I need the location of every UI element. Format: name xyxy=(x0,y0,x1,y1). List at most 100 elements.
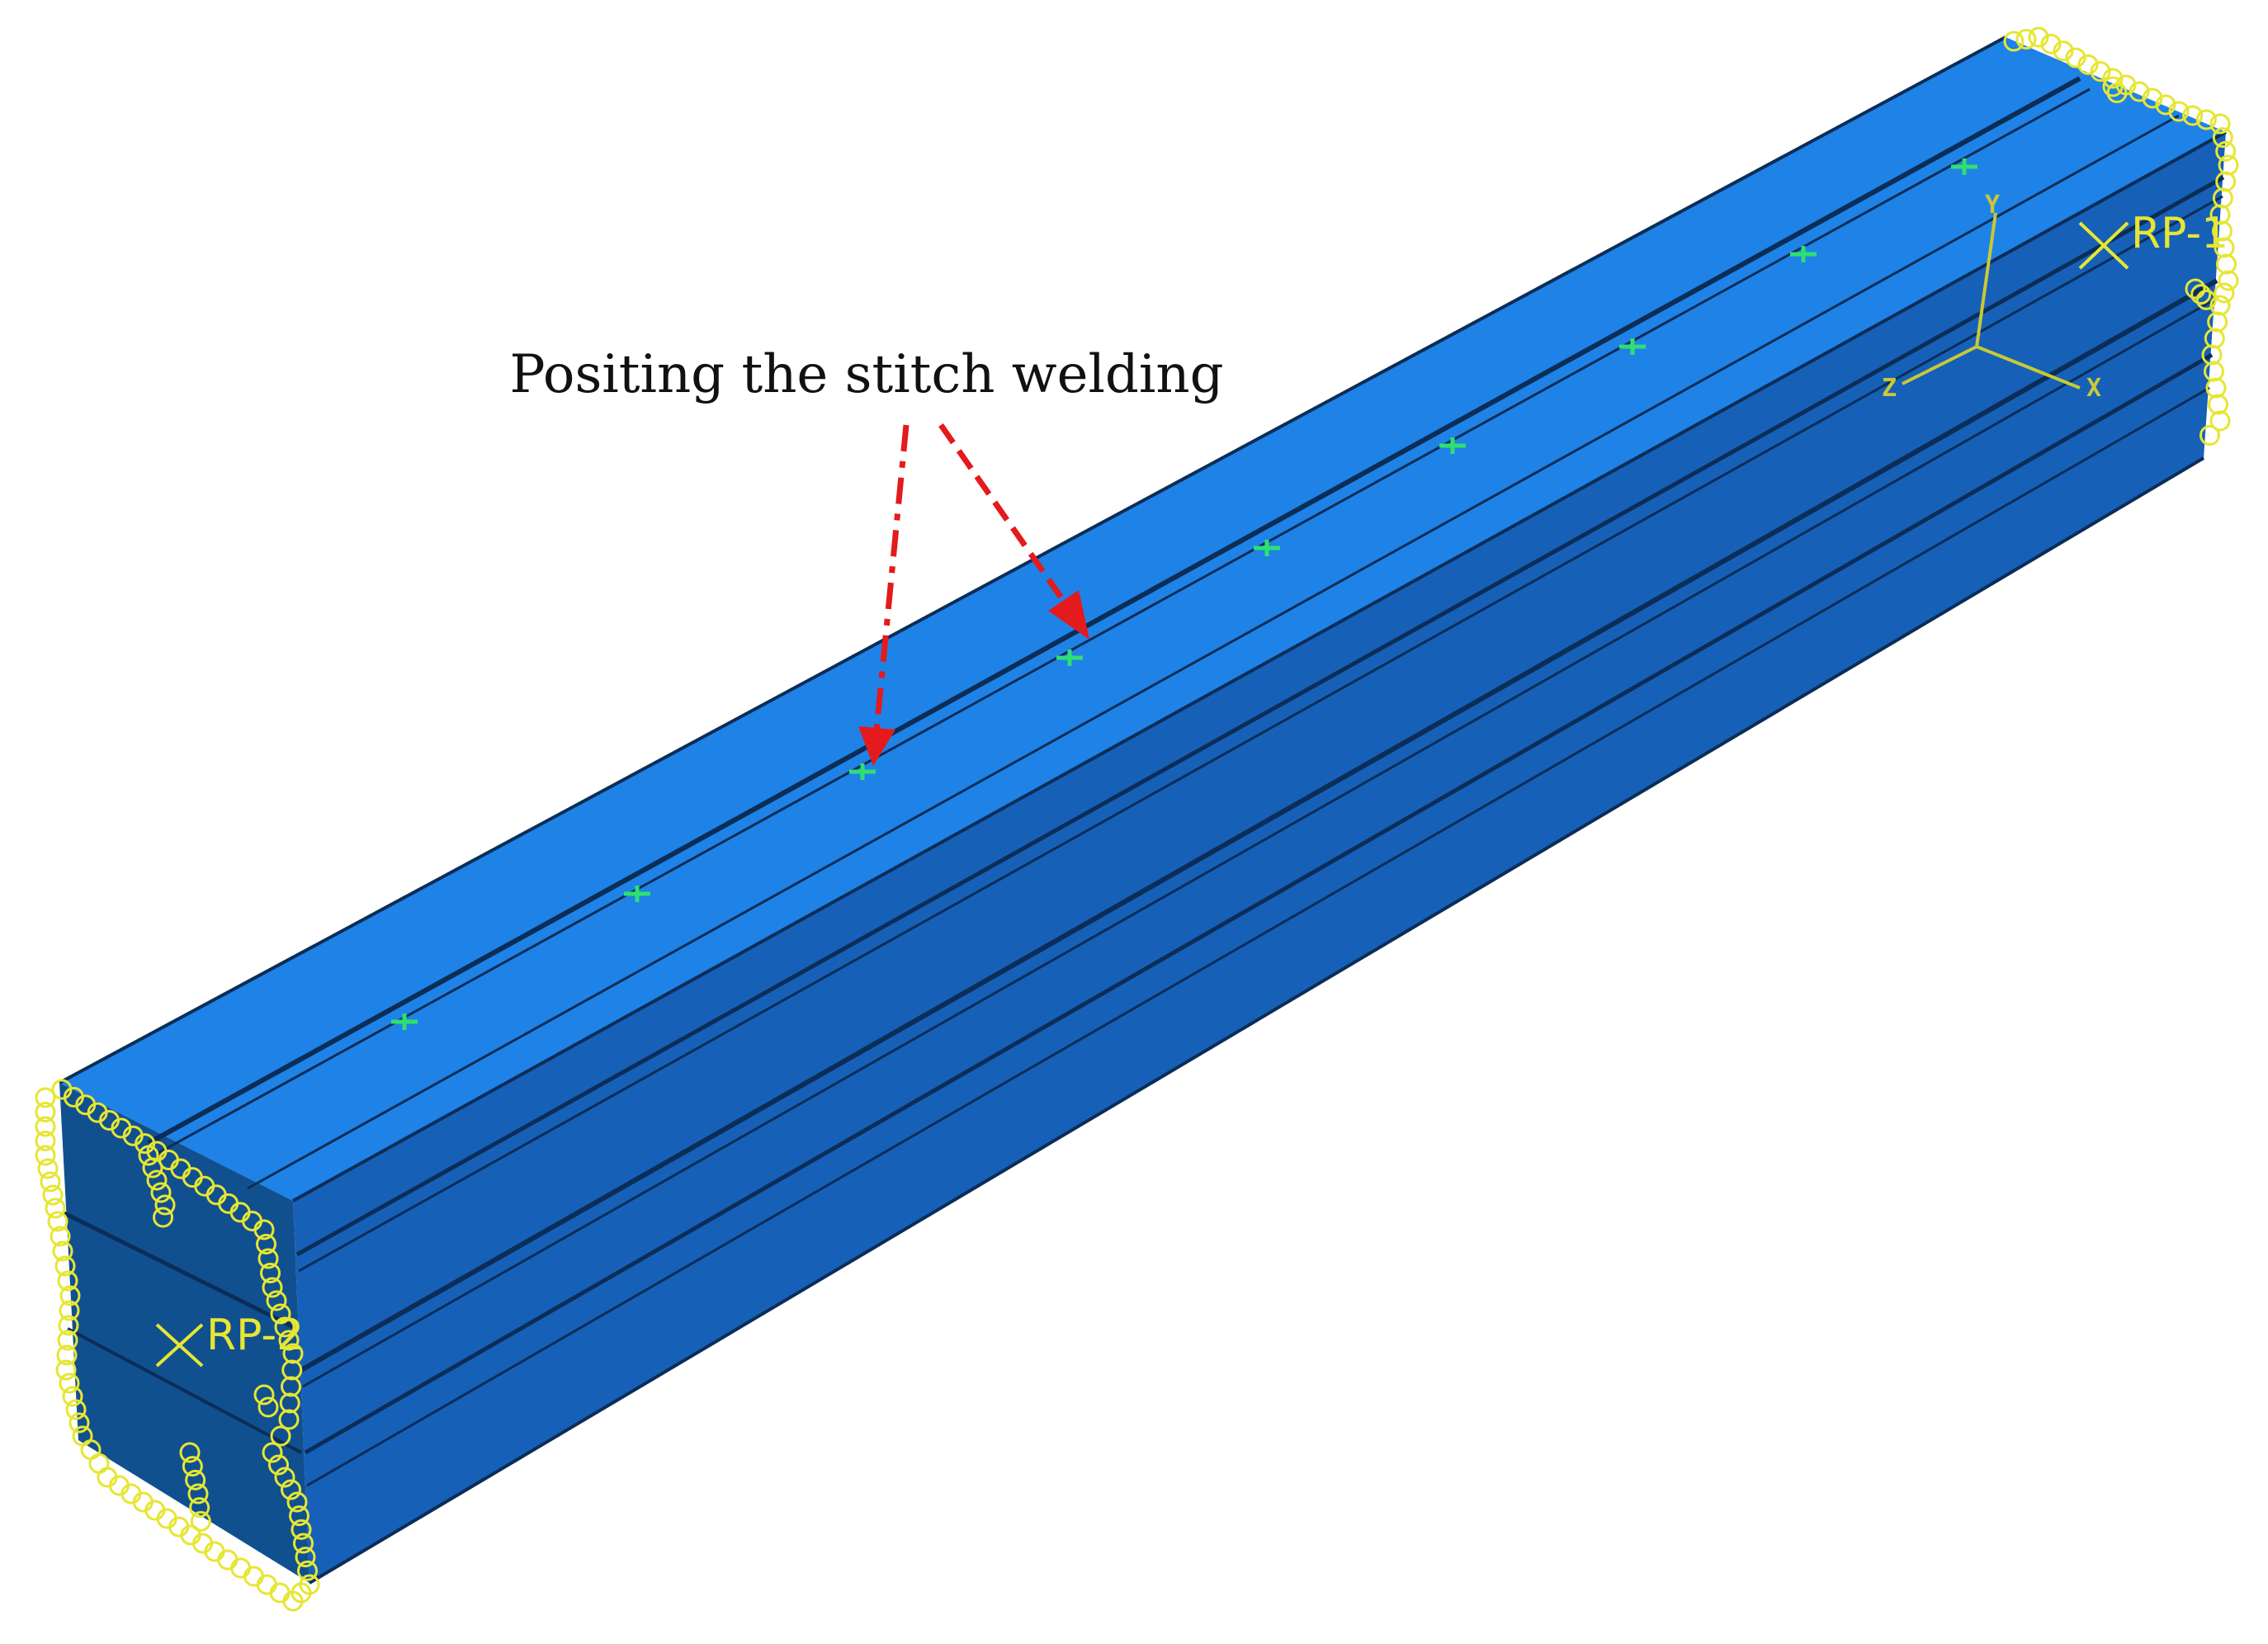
top-groove-2 xyxy=(156,87,2091,1155)
constraint-ring-icon xyxy=(35,1131,56,1151)
constraint-ring-icon xyxy=(286,1491,308,1513)
constraint-ring-icon xyxy=(138,1145,159,1166)
constraint-ring-icon xyxy=(2212,220,2233,242)
constraint-ring-icon xyxy=(2195,289,2217,310)
constraint-ring-icon xyxy=(2185,278,2206,300)
constraint-ring-icon xyxy=(2168,101,2190,122)
constraint-ring-icon xyxy=(2040,33,2062,54)
constraint-ring-icon xyxy=(2209,204,2231,225)
constraint-ring-icon xyxy=(146,1169,168,1191)
constraint-ring-icon xyxy=(2053,40,2074,62)
constraint-ring-icon xyxy=(2208,394,2228,415)
side-groove-5 xyxy=(304,352,2214,1455)
constraint-ring-icon xyxy=(281,1479,301,1500)
constraint-ring-icon xyxy=(154,1194,176,1216)
rp1-cross-icon xyxy=(2078,221,2129,270)
constraint-ring-icon xyxy=(262,1442,283,1463)
constraint-ring-icon xyxy=(274,1316,295,1338)
constraint-ring-icon xyxy=(153,1207,173,1228)
constraint-ring-icon xyxy=(253,1219,275,1240)
constraint-ring-icon xyxy=(150,1182,172,1203)
coordinate-triad: Y X Z xyxy=(1882,191,2101,403)
constraint-ring-icon xyxy=(217,1549,239,1571)
constraint-ring-icon xyxy=(2003,31,2025,52)
constraint-ring-icon xyxy=(187,1483,209,1505)
constraint-ring-icon xyxy=(56,1344,78,1366)
constraint-ring-icon xyxy=(2077,54,2099,75)
constraint-ring-icon xyxy=(282,1343,304,1364)
constraint-ring-icon xyxy=(2201,344,2223,366)
arrow-right xyxy=(938,423,1067,605)
constraint-ring-icon xyxy=(142,1157,163,1179)
constraint-ring-icon xyxy=(2218,270,2239,291)
constraint-ring-icon xyxy=(182,1456,203,1477)
side-groove-6 xyxy=(306,386,2210,1487)
weld-stitch-marker-icon xyxy=(1951,158,1977,175)
triad-y-label: Y xyxy=(1985,191,2000,220)
constraint-ring-icon xyxy=(69,1412,90,1434)
constraint-ring-icon xyxy=(62,1386,83,1407)
top-groove-3 xyxy=(247,114,2180,1190)
constraint-ring-icon xyxy=(37,1158,59,1179)
constraint-ring-icon xyxy=(270,1303,291,1325)
constraint-ring-icon xyxy=(2065,47,2086,68)
weld-stitch-marker-icon xyxy=(1056,650,1083,666)
reference-point-rp2: RP-2 xyxy=(155,1311,304,1368)
constraint-ring-icon xyxy=(278,1330,300,1351)
constraint-ring-icon xyxy=(270,1425,291,1447)
weld-stitch-marker-icon xyxy=(391,1013,418,1030)
constraint-ring-icon xyxy=(58,1315,79,1336)
constraint-ring-icon xyxy=(278,1409,300,1430)
front-groove-2 xyxy=(67,1327,302,1454)
constraint-ring-icon xyxy=(2205,377,2227,399)
constraint-ring-icon xyxy=(54,1255,76,1277)
constraint-ring-icon xyxy=(258,1248,279,1269)
rp2-label: RP-2 xyxy=(206,1311,304,1360)
constraint-ring-icon xyxy=(281,1359,303,1381)
constraint-ring-icon xyxy=(268,1454,289,1476)
constraint-ring-icon xyxy=(2204,361,2224,382)
constraint-ring-icon xyxy=(35,1116,56,1137)
constraint-ring-icon xyxy=(88,1453,110,1474)
constraint-ring-icon xyxy=(2129,81,2150,102)
constraint-ring-icon xyxy=(65,1399,87,1420)
constraint-ring-icon xyxy=(2195,109,2217,130)
constraint-ring-icon xyxy=(179,1442,201,1463)
side-groove-1 xyxy=(295,175,2225,1257)
constraint-ring-icon xyxy=(190,1510,211,1532)
constraint-ring-icon xyxy=(59,1285,81,1306)
weld-stitch-marker-icon xyxy=(1439,437,1466,454)
constraint-ring-icon xyxy=(55,1359,77,1381)
constraint-ring-icon xyxy=(297,1560,318,1581)
triad-z-axis xyxy=(1902,345,1977,385)
constraint-ring-icon xyxy=(2182,105,2204,126)
constraint-ring-icon xyxy=(243,1566,264,1587)
side-groove-2 xyxy=(298,195,2223,1273)
constraint-ring-icon xyxy=(281,1376,301,1397)
constraint-ring-icon xyxy=(262,1277,283,1298)
weld-stitch-marker-icon xyxy=(1254,540,1280,556)
triad-x-axis xyxy=(1976,345,2081,390)
constraint-ring-icon xyxy=(266,1290,287,1311)
weld-stitch-marker-icon xyxy=(1619,338,1646,355)
constraint-ring-icon xyxy=(230,1557,252,1579)
top-side-edge xyxy=(292,130,2227,1202)
constraint-ring-icon xyxy=(59,1300,80,1321)
constraint-ring-icon xyxy=(2214,282,2235,304)
arrow-left-head-icon xyxy=(858,726,895,766)
constraint-ring-icon xyxy=(57,1330,78,1351)
constraint-ring-icon xyxy=(260,1263,281,1283)
annotation-arrows xyxy=(858,423,1089,766)
constraint-ring-icon xyxy=(45,1198,66,1219)
coupling-constraints xyxy=(35,26,2239,1612)
bottom-edge xyxy=(308,456,2205,1585)
reference-point-rp1: RP-1 xyxy=(2078,209,2228,270)
annotation-label: Positing the stitch welding xyxy=(509,344,1223,405)
constraint-ring-icon xyxy=(258,1396,279,1418)
rp1-label: RP-1 xyxy=(2131,209,2228,258)
front-groove-1 xyxy=(63,1211,299,1331)
rp2-cross-icon xyxy=(155,1323,204,1368)
constraint-ring-icon xyxy=(35,1102,56,1122)
triad-x-label: X xyxy=(2086,374,2101,403)
